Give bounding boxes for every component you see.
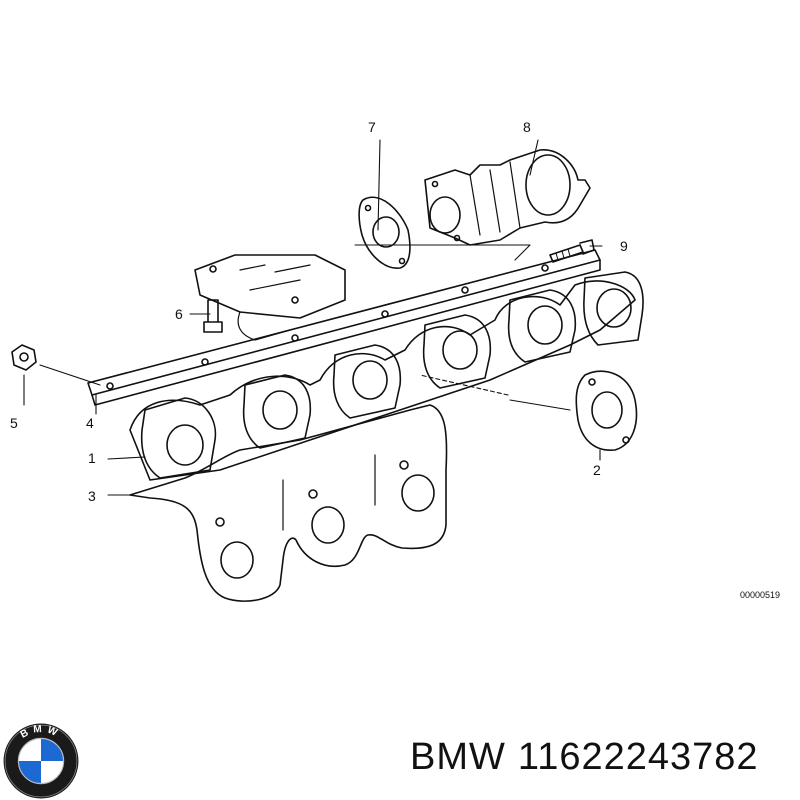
callout-9: 9 bbox=[620, 238, 628, 254]
manifold-gasket bbox=[575, 370, 638, 451]
manifold-port bbox=[352, 360, 388, 400]
callout-6: 6 bbox=[175, 306, 183, 322]
drawing-number: 00000519 bbox=[740, 590, 780, 600]
bolt-9 bbox=[549, 239, 595, 263]
manifold-port bbox=[166, 424, 204, 466]
manifold-port bbox=[442, 330, 478, 370]
callout-7: 7 bbox=[368, 119, 376, 135]
brand-part-label: BMW 11622243782 bbox=[410, 736, 771, 786]
gasket-strip bbox=[87, 249, 601, 396]
nut-5 bbox=[11, 344, 37, 371]
callout-1: 1 bbox=[88, 450, 96, 466]
manifold-runner bbox=[129, 280, 636, 481]
callout-3: 3 bbox=[88, 488, 96, 504]
bmw-logo: BMW bbox=[3, 723, 79, 799]
manifold-flange bbox=[507, 289, 577, 363]
callout-2: 2 bbox=[593, 462, 601, 478]
brand-name: BMW bbox=[410, 736, 506, 778]
manifold-flange bbox=[422, 314, 492, 389]
heat-shield-port bbox=[220, 541, 254, 579]
heat-shield-port bbox=[401, 474, 435, 512]
manifold-port bbox=[527, 305, 563, 345]
manifold-flange bbox=[583, 271, 644, 346]
callout-4: 4 bbox=[86, 415, 94, 431]
heat-shield-port bbox=[311, 506, 345, 544]
egr-valve-port bbox=[429, 196, 461, 234]
manifold-flange bbox=[332, 344, 402, 419]
manifold-flange bbox=[140, 397, 217, 479]
part-number: 11622243782 bbox=[517, 736, 759, 778]
manifold-flange bbox=[242, 374, 312, 449]
callout-8: 8 bbox=[523, 119, 531, 135]
heat-shield bbox=[129, 404, 448, 602]
egr-gasket bbox=[358, 196, 411, 269]
manifold-port bbox=[262, 390, 298, 430]
bolt-6 bbox=[203, 299, 223, 333]
manifold-port bbox=[596, 288, 632, 328]
gasket-strip bbox=[91, 259, 601, 406]
callout-5: 5 bbox=[10, 415, 18, 431]
